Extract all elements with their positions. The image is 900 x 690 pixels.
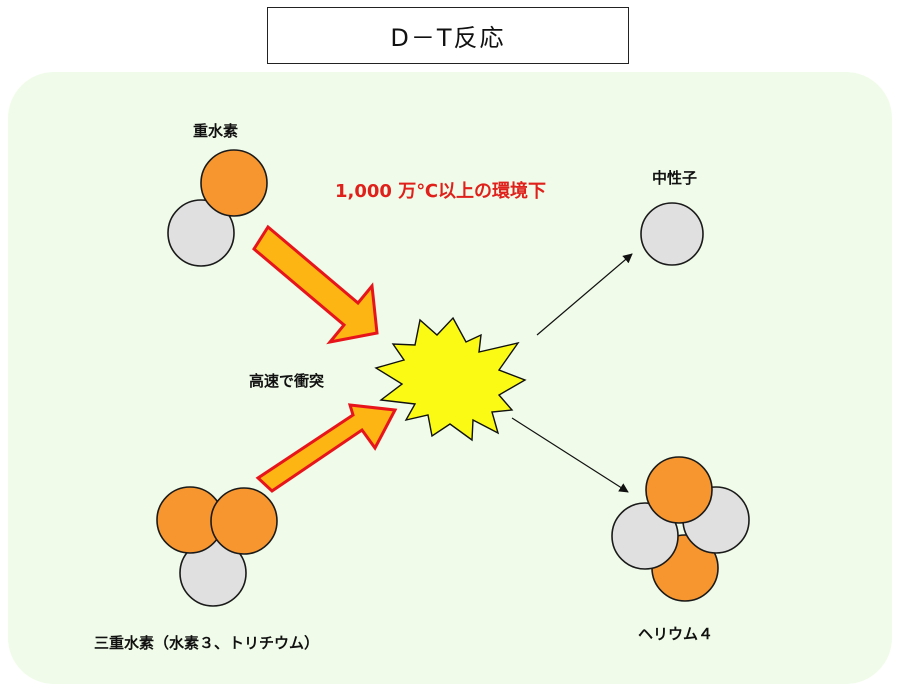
tritium-nucleus bbox=[156, 486, 278, 607]
neutron-output-arrow bbox=[536, 253, 633, 336]
neutron-label: 中性子 bbox=[652, 169, 698, 187]
collision-arrow-top bbox=[252, 224, 379, 345]
deuterium-label: 重水素 bbox=[193, 122, 239, 140]
helium-nucleus bbox=[611, 456, 750, 602]
deuterium-nucleus bbox=[167, 149, 268, 267]
title-box: D－T反応 bbox=[267, 7, 629, 64]
neutron-particle bbox=[210, 487, 278, 555]
proton-particle bbox=[645, 456, 713, 524]
collision-burst bbox=[374, 316, 527, 442]
page-title: D－T反応 bbox=[390, 24, 506, 52]
collision-arrow-bottom bbox=[255, 403, 398, 493]
free-neutron-particle bbox=[640, 202, 704, 266]
proton-particle bbox=[200, 149, 268, 217]
helium-output-arrow bbox=[511, 417, 629, 493]
neutron-particle bbox=[167, 199, 235, 267]
tritium-label: 三重水素（水素３、トリチウム） bbox=[94, 634, 320, 652]
condition-label: 1,000 万℃以上の環境下 bbox=[335, 181, 546, 202]
neutron-particle bbox=[611, 502, 679, 570]
helium-label: ヘリウム４ bbox=[638, 625, 714, 643]
collision-label: 高速で衝突 bbox=[249, 372, 325, 390]
